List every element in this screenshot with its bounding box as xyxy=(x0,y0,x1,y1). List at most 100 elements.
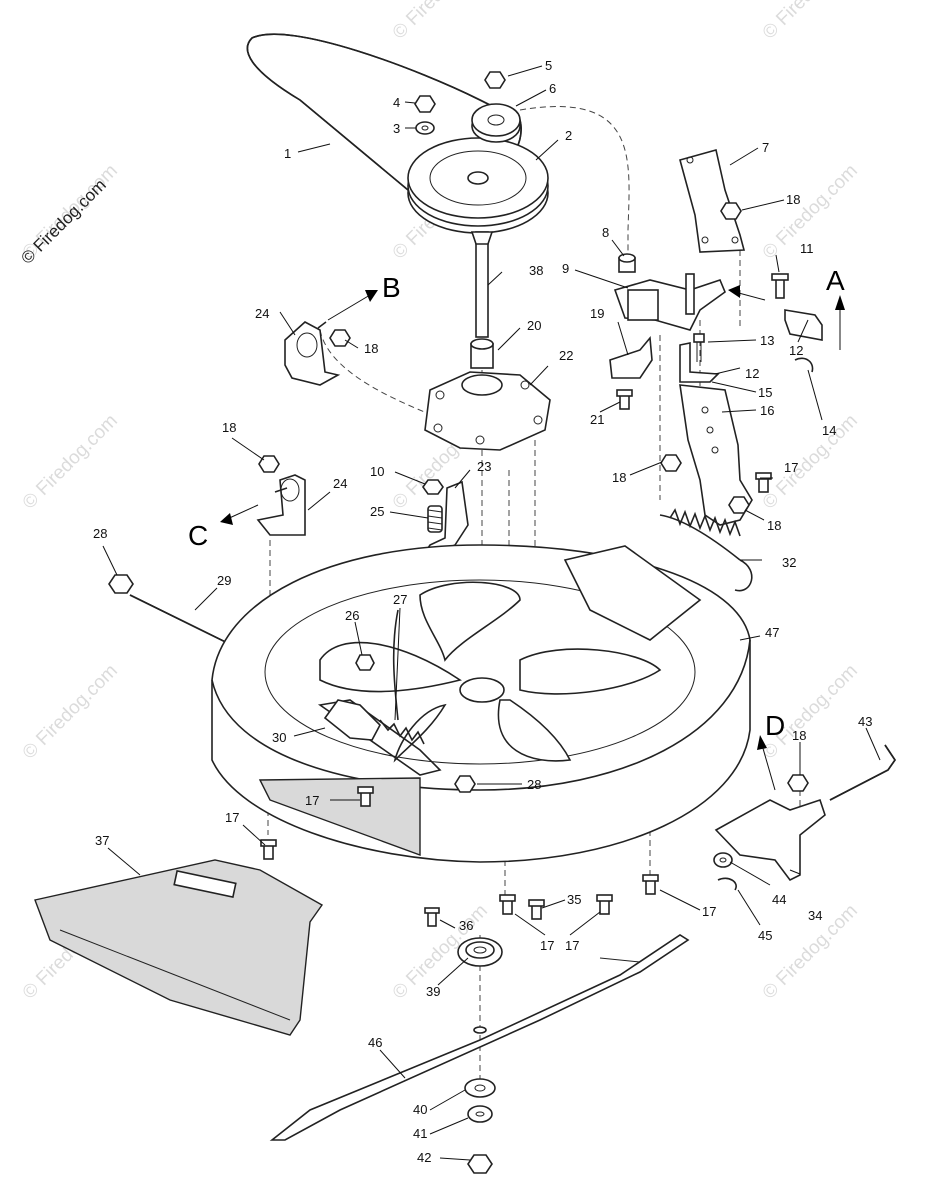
bolt-21 xyxy=(616,389,633,410)
washer-44 xyxy=(713,852,733,868)
callout-44: 44 xyxy=(772,892,786,907)
callout-42: 42 xyxy=(417,1150,431,1165)
callout-28: 28 xyxy=(527,777,541,792)
washer-41 xyxy=(467,1105,493,1123)
view-letter-c: C xyxy=(188,520,208,551)
callout-4: 4 xyxy=(393,95,400,110)
callout-3: 3 xyxy=(393,121,400,136)
callout-24: 24 xyxy=(255,306,269,321)
view-arrow-a: A xyxy=(826,265,845,350)
callout-17: 17 xyxy=(225,810,239,825)
watermark: © Firedog.com xyxy=(19,660,122,763)
bolt-13 xyxy=(693,333,705,362)
callout-2: 2 xyxy=(565,128,572,143)
callout-10: 10 xyxy=(370,464,384,479)
callout-7: 7 xyxy=(762,140,769,155)
watermark: © Firedog.com xyxy=(19,410,122,513)
callout-47: 47 xyxy=(765,625,779,640)
view-letter-a: A xyxy=(826,265,845,296)
callout-25: 25 xyxy=(370,504,384,519)
idler-pulley xyxy=(471,103,521,143)
nut-18 xyxy=(660,454,682,472)
clip-45 xyxy=(717,877,737,891)
spacer xyxy=(470,338,494,369)
nut-18 xyxy=(728,496,750,514)
bolt-17 xyxy=(755,472,772,493)
extension-spring xyxy=(659,508,753,592)
bracket-19 xyxy=(609,336,653,379)
callout-5: 5 xyxy=(545,58,552,73)
clip-12 xyxy=(784,309,823,341)
deck-bracket-left xyxy=(256,474,306,536)
callout-18: 18 xyxy=(786,192,800,207)
callout-29: 29 xyxy=(217,573,231,588)
bolt-26 xyxy=(355,654,375,671)
mower-blade xyxy=(269,934,690,1141)
nut-18 xyxy=(329,329,351,347)
callout-21: 21 xyxy=(590,412,604,427)
torsion-spring-27 xyxy=(379,609,425,745)
callout-12: 12 xyxy=(745,366,759,381)
nut-18 xyxy=(720,202,742,220)
bolt-17 xyxy=(357,786,374,807)
callout-23: 23 xyxy=(477,459,491,474)
callout-32: 32 xyxy=(782,555,796,570)
view-arrow-c: C xyxy=(188,504,259,551)
callout-6: 6 xyxy=(549,81,556,96)
callout-22: 22 xyxy=(559,348,573,363)
callout-18: 18 xyxy=(792,728,806,743)
callout-17: 17 xyxy=(784,460,798,475)
callout-39: 39 xyxy=(426,984,440,999)
spring-clip-14 xyxy=(794,357,814,373)
bolt-17 xyxy=(260,839,277,860)
nut-42 xyxy=(467,1154,493,1174)
callout-12: 12 xyxy=(789,343,803,358)
callout-41: 41 xyxy=(413,1126,427,1141)
callout-24: 24 xyxy=(333,476,347,491)
callout-43: 43 xyxy=(858,714,872,729)
discharge-chute xyxy=(34,859,324,1036)
callout-18: 18 xyxy=(364,341,378,356)
callout-46: 46 xyxy=(368,1035,382,1050)
nut-10 xyxy=(422,479,444,495)
bolt-36 xyxy=(424,907,440,927)
callout-15: 15 xyxy=(758,385,772,400)
callout-14: 14 xyxy=(822,423,836,438)
bushing-8 xyxy=(618,253,636,273)
drive-pulley xyxy=(407,137,549,234)
callout-40: 40 xyxy=(413,1102,427,1117)
pivot-bracket-30 xyxy=(323,699,381,741)
nut-18 xyxy=(787,774,809,792)
watermark: © Firedog.com xyxy=(389,0,492,44)
callout-17: 17 xyxy=(540,938,554,953)
hex-nut-4 xyxy=(414,95,436,113)
hex-nut-5 xyxy=(484,71,506,89)
washer-3 xyxy=(415,121,435,135)
callout-18: 18 xyxy=(612,470,626,485)
bearing-39 xyxy=(457,937,503,967)
deflector-spring xyxy=(427,505,443,533)
mower-deck xyxy=(211,544,751,863)
bolt-17 xyxy=(642,874,659,895)
callout-27: 27 xyxy=(393,592,407,607)
callout-1: 1 xyxy=(284,146,291,161)
callout-18: 18 xyxy=(767,518,781,533)
callout-38: 38 xyxy=(529,263,543,278)
callout-9: 9 xyxy=(562,261,569,276)
deck-bracket-upper xyxy=(284,321,341,386)
callout-8: 8 xyxy=(602,225,609,240)
mounting-plate-16 xyxy=(679,384,753,526)
view-arrow-b: B xyxy=(327,272,401,321)
callout-30: 30 xyxy=(272,730,286,745)
view-arrow-d: D xyxy=(757,710,785,791)
callout-17: 17 xyxy=(305,793,319,808)
callout-28: 28 xyxy=(93,526,107,541)
watermark: © Firedog.com xyxy=(759,410,862,513)
callout-20: 20 xyxy=(527,318,541,333)
bolt-17 xyxy=(596,894,613,915)
bracket-34 xyxy=(714,798,826,882)
callout-17: 17 xyxy=(565,938,579,953)
callout-35: 35 xyxy=(567,892,581,907)
callout-19: 19 xyxy=(590,306,604,321)
